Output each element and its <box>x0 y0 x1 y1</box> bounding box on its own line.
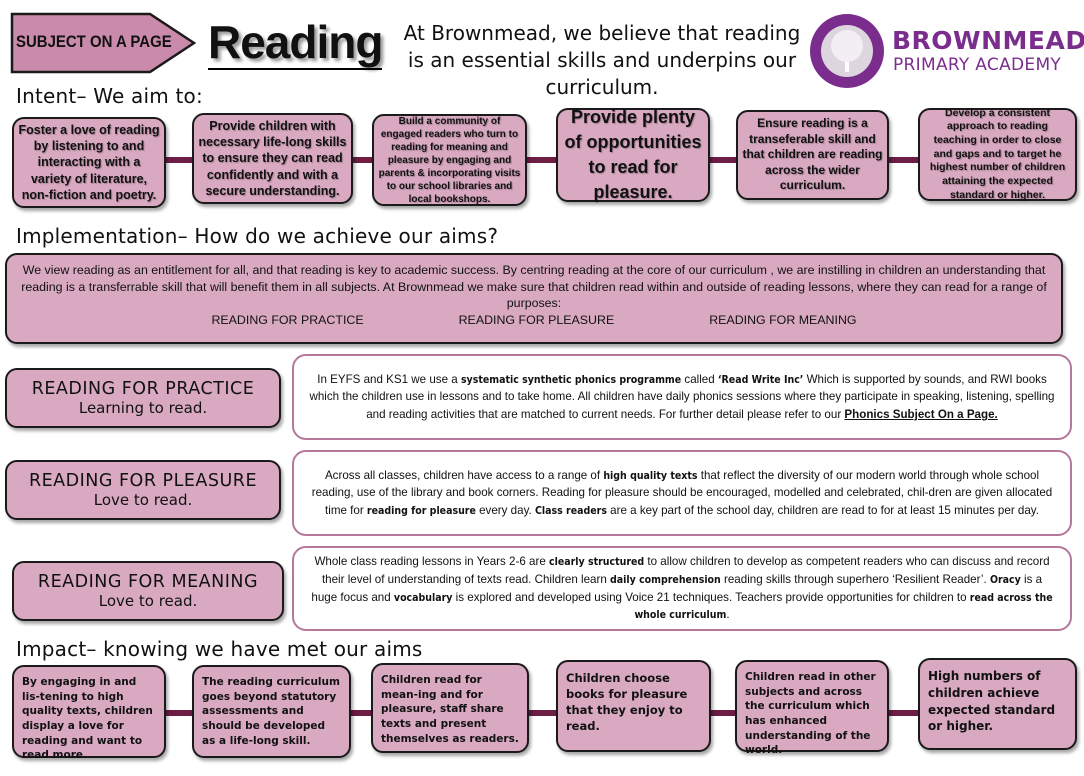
strand-title: READING FOR PRACTICE <box>31 379 255 399</box>
school-logo-emblem <box>810 14 884 88</box>
strand-text-practice: In EYFS and KS1 we use a systematic synt… <box>292 354 1072 440</box>
text-segment: Across all classes, children have access… <box>324 468 604 482</box>
bold-text: clearly structured <box>549 556 645 568</box>
text-segment: Whole class reading lessons in Years 2-6… <box>314 555 550 568</box>
strand-subtitle: Love to read. <box>93 491 193 509</box>
tagline: At Brownmead, we believe that reading is… <box>403 21 801 99</box>
implementation-summary: We view reading as an entitlement for al… <box>21 263 1047 310</box>
impact-connector <box>160 710 930 716</box>
bold-text: vocabulary <box>393 591 453 604</box>
impact-item: Children read in other subjects and acro… <box>735 660 889 756</box>
strand-paragraph: Whole class reading lessons in Years 2-6… <box>308 553 1056 624</box>
text-segment: Which is supported by sounds, and RWI bo… <box>309 372 1055 421</box>
text-segment: every day. <box>475 503 535 517</box>
bold-text: read across the whole curriculum <box>634 591 1053 622</box>
strand-paragraph: Across all classes, children have access… <box>308 467 1056 520</box>
school-name: BROWNMEAD <box>892 26 1084 55</box>
purposes-list: READING FOR PRACTICE READING FOR PLEASUR… <box>19 312 1049 329</box>
implementation-heading: Implementation– How do we achieve our ai… <box>16 224 499 248</box>
impact-item: The reading curriculum goes beyond statu… <box>192 665 351 758</box>
bold-text: Class readers <box>534 504 607 517</box>
implementation-summary-box: We view reading as an entitlement for al… <box>5 253 1063 344</box>
impact-item: Children choose books for pleasure that … <box>556 660 711 752</box>
text-segment: is explored and developed using Voice 21… <box>452 590 970 604</box>
badge-label: SUBJECT ON A PAGE <box>16 32 172 51</box>
text-segment: reading skills through superhero ‘Resili… <box>720 572 990 586</box>
text-segment: In EYFS and KS1 we use a <box>317 372 461 386</box>
school-subname: PRIMARY ACADEMY <box>893 55 1062 75</box>
intent-item: Develop a consistent approach to reading… <box>918 107 1077 201</box>
impact-heading: Impact– knowing we have met our aims <box>16 637 423 661</box>
bold-text: Oracy <box>989 573 1021 586</box>
strand-paragraph: In EYFS and KS1 we use a systematic synt… <box>308 371 1056 424</box>
purpose-item: READING FOR PLEASURE <box>458 312 615 327</box>
bold-text: ‘Read Write Inc’ <box>717 373 804 386</box>
intent-item: Foster a love of reading by listening to… <box>12 117 166 208</box>
bold-text: daily comprehension <box>610 573 721 586</box>
impact-item: High numbers of children achieve expecte… <box>918 658 1077 750</box>
page-title: Reading <box>208 16 383 70</box>
purpose-item: READING FOR MEANING <box>709 312 857 327</box>
bold-text: reading for pleasure <box>366 504 476 517</box>
strand-title: READING FOR PLEASURE <box>28 471 258 491</box>
bold-text: systematic synthetic phonics programme <box>460 373 682 386</box>
phonics-link[interactable]: Phonics Subject On a Page. <box>844 407 998 421</box>
text-segment: are a key part of the school day, childr… <box>606 503 1039 517</box>
strand-subtitle: Love to read. <box>98 592 198 610</box>
text-segment: is a huge focus and <box>311 572 1043 604</box>
text-segment: called <box>681 372 718 386</box>
intent-connector <box>160 157 930 163</box>
purpose-item: READING FOR PRACTICE <box>211 312 364 327</box>
subject-on-a-page-badge <box>10 12 197 74</box>
bold-text: high quality texts <box>603 469 698 482</box>
impact-item: Children read for mean-ing and for pleas… <box>371 663 529 753</box>
strand-label-pleasure: READING FOR PLEASURE Love to read. <box>5 460 281 520</box>
intent-item: Provide plenty of opportunities to read … <box>556 107 710 202</box>
intent-heading: Intent– We aim to: <box>16 84 203 108</box>
intent-item: Ensure reading is a transeferable skill … <box>736 110 889 200</box>
strand-text-meaning: Whole class reading lessons in Years 2-6… <box>292 546 1072 631</box>
strand-label-meaning: READING FOR MEANING Love to read. <box>12 561 284 621</box>
strand-subtitle: Learning to read. <box>78 399 208 417</box>
text-segment: that reflect the diversity of our modern… <box>311 468 1053 517</box>
strand-title: READING FOR MEANING <box>37 572 259 592</box>
strand-text-pleasure: Across all classes, children have access… <box>292 450 1072 536</box>
strand-label-practice: READING FOR PRACTICE Learning to read. <box>5 368 281 428</box>
intent-item: Build a community of engaged readers who… <box>372 114 527 206</box>
text-segment: . <box>726 608 730 622</box>
intent-item: Provide children with necessary life-lon… <box>192 113 353 204</box>
impact-item: By engaging in and lis-tening to high qu… <box>12 665 166 761</box>
text-segment: to allow children to develop as competen… <box>321 555 1050 586</box>
